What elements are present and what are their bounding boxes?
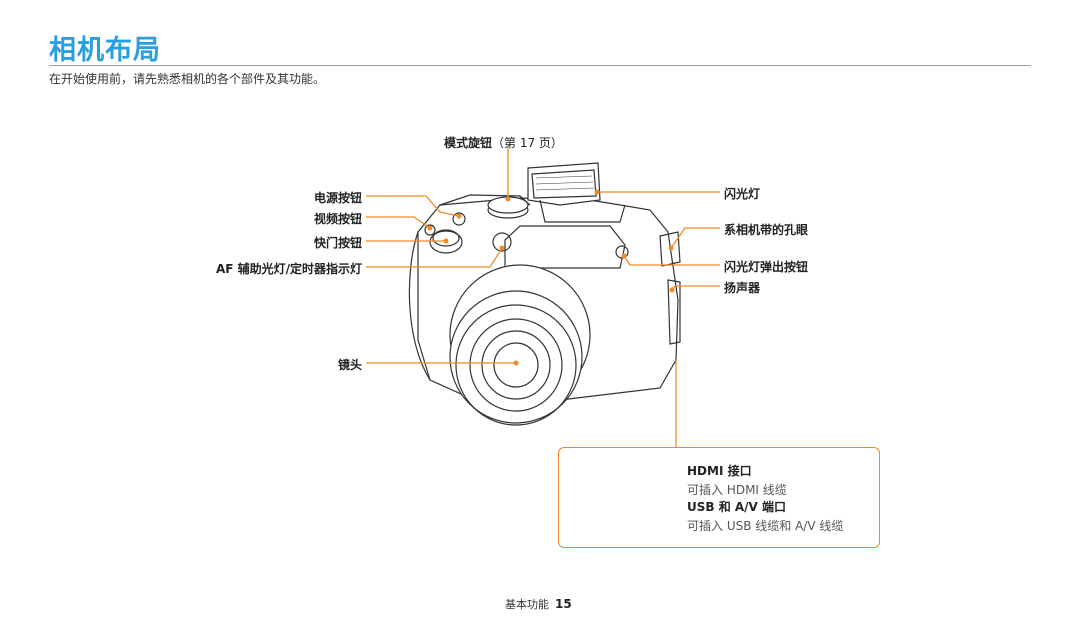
shutter-button-label: 快门按钮 (313, 236, 362, 250)
page-number: 15 (555, 597, 572, 611)
page-title: 相机布局 (49, 35, 161, 66)
mode-dial-page-ref: （第 17 页） (492, 136, 563, 150)
footer-section: 基本功能 (505, 598, 549, 611)
page-footer: 基本功能 15 (505, 596, 572, 612)
title-divider (49, 65, 1031, 66)
lens-label: 镜头 (337, 358, 362, 372)
intro-text: 在开始使用前，请先熟悉相机的各个部件及其功能。 (49, 72, 326, 86)
hdmi-port-desc: 可插入 HDMI 线缆 (687, 483, 787, 497)
power-button-label: 电源按钮 (313, 191, 362, 205)
flash-label: 闪光灯 (724, 187, 761, 201)
hdmi-port-title: HDMI 接口 (687, 464, 752, 478)
mode-dial-name: 模式旋钮 (444, 136, 493, 150)
video-button-label: 视频按钮 (313, 212, 362, 226)
af-assist-label: AF 辅助光灯/定时器指示灯 (215, 262, 362, 276)
mode-dial-label: 模式旋钮（第 17 页） (444, 134, 563, 151)
flash-popup-button-label: 闪光灯弹出按钮 (724, 260, 809, 274)
usb-av-port-desc: 可插入 USB 线缆和 A/V 线缆 (687, 519, 844, 533)
usb-av-port-title: USB 和 A/V 端口 (687, 500, 787, 514)
speaker-label: 扬声器 (724, 281, 761, 295)
strap-eyelet-label: 系相机带的孔眼 (724, 223, 809, 237)
ports-callout (558, 447, 880, 548)
